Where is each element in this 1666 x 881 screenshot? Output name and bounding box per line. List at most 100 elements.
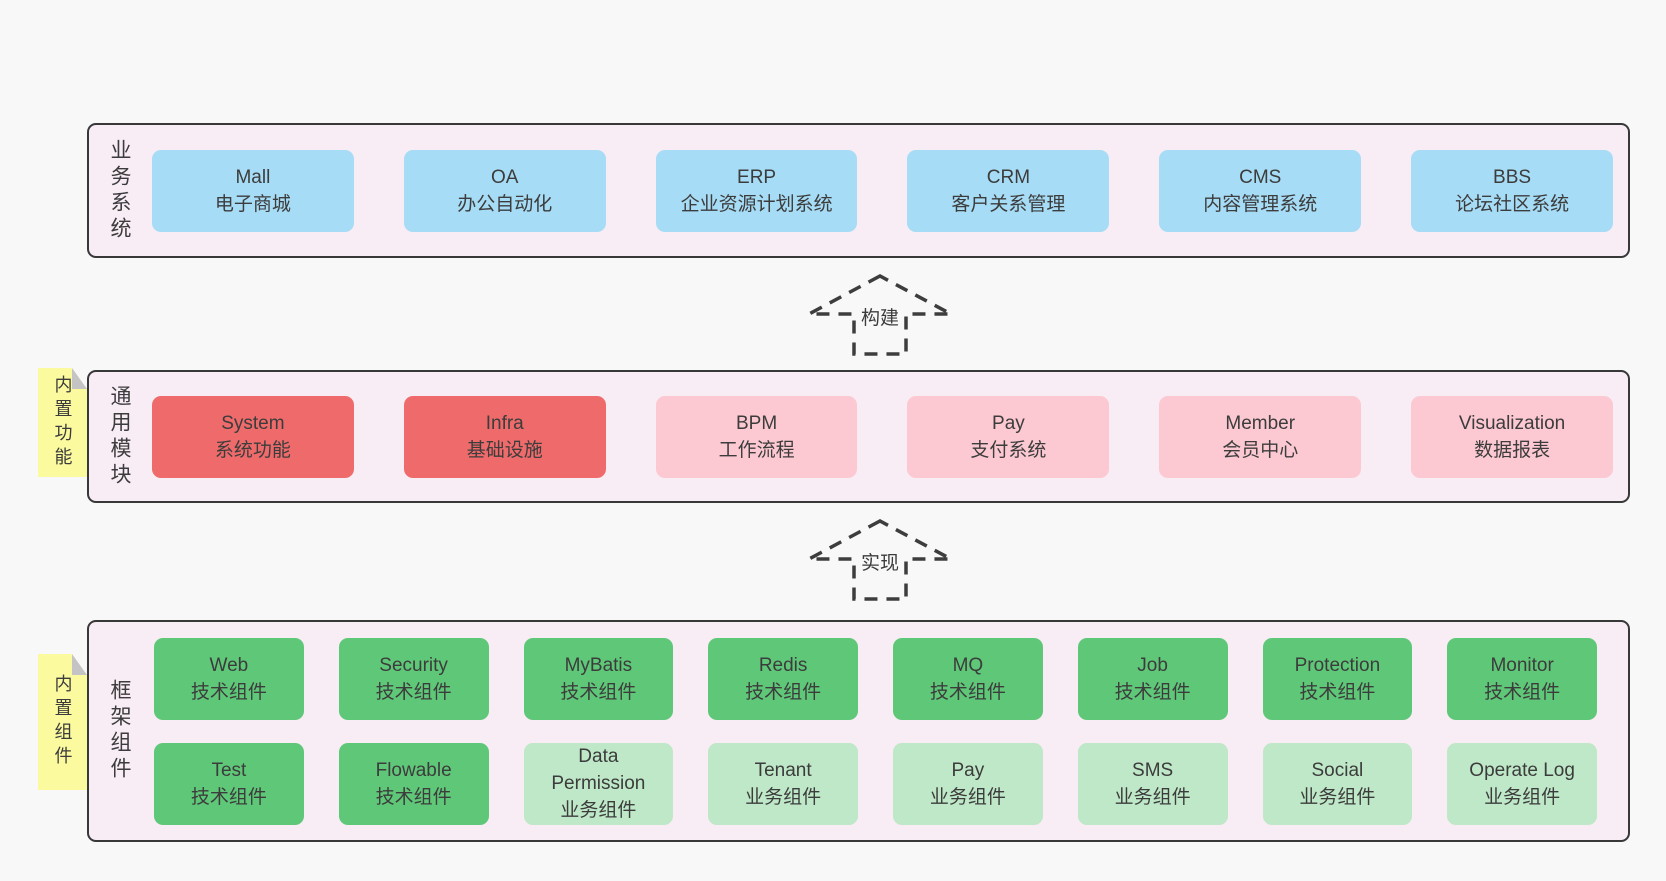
box-mq: MQ 技术组件 bbox=[893, 637, 1043, 720]
box-social: Social 业务组件 bbox=[1262, 742, 1413, 825]
box-mall: Mall 电子商城 bbox=[152, 149, 354, 232]
box-visualization: Visualization 数据报表 bbox=[1411, 395, 1613, 478]
box-web: Web 技术组件 bbox=[154, 637, 304, 720]
section-business-systems: 业务系统 Mall 电子商城 OA 办公自动化 ERP 企业资源计划系统 CRM 客户关系管理… bbox=[87, 123, 1630, 258]
box-label-line: SMS bbox=[1132, 759, 1174, 781]
box-label-line: 支付系统 bbox=[970, 439, 1047, 461]
box-mybatis: MyBatis 技术组件 bbox=[523, 637, 674, 720]
box-label-line: 技术组件 bbox=[375, 681, 452, 703]
box-label-line: MQ bbox=[952, 654, 984, 676]
box-label-line: Monitor bbox=[1490, 654, 1554, 676]
box-label-line: 企业资源计划系统 bbox=[680, 193, 833, 215]
box-label-line: 技术组件 bbox=[745, 681, 822, 703]
box-oa: OA 办公自动化 bbox=[403, 149, 606, 232]
box-pay-biz: Pay 业务组件 bbox=[893, 742, 1043, 825]
box-label-line: 业务组件 bbox=[1484, 786, 1561, 808]
box-member: Member 会员中心 bbox=[1159, 395, 1362, 478]
box-label-line: 客户关系管理 bbox=[951, 193, 1066, 215]
box-label-line: BBS bbox=[1493, 166, 1532, 188]
box-test: Test 技术组件 bbox=[154, 742, 304, 825]
section-framework-components-label: 框架组件 bbox=[108, 679, 131, 783]
box-label-line: 工作流程 bbox=[718, 439, 795, 461]
box-label-line: 会员中心 bbox=[1222, 439, 1299, 461]
box-label-line: 技术组件 bbox=[1299, 681, 1376, 703]
implement-arrow: 实现 bbox=[805, 518, 955, 602]
builtin-features-tag: 内置功能 bbox=[38, 368, 87, 477]
box-label-line: 论坛社区系统 bbox=[1455, 193, 1570, 215]
box-label-line: Social bbox=[1311, 759, 1364, 781]
box-label-line: 电子商城 bbox=[214, 193, 291, 215]
box-label-line: CMS bbox=[1239, 166, 1282, 188]
box-operate-log: Operate Log 业务组件 bbox=[1447, 742, 1597, 825]
box-label-line: BPM bbox=[735, 412, 778, 434]
box-label-line: Member bbox=[1225, 412, 1296, 434]
box-label-line: ERP bbox=[737, 166, 777, 188]
box-label-line: 内容管理系统 bbox=[1203, 193, 1318, 215]
box-label-line: 办公自动化 bbox=[457, 193, 553, 215]
box-label-line: Security bbox=[379, 654, 448, 676]
box-label-line: 技术组件 bbox=[375, 786, 452, 808]
box-label-line: 技术组件 bbox=[929, 681, 1006, 703]
box-label-line: 技术组件 bbox=[190, 786, 267, 808]
section-business-systems-label: 业务系统 bbox=[108, 138, 131, 243]
box-label-line: Redis bbox=[758, 654, 808, 676]
box-label-line: Pay bbox=[992, 412, 1025, 434]
box-bbs: BBS 论坛社区系统 bbox=[1411, 149, 1613, 232]
box-label-line: OA bbox=[491, 166, 519, 188]
box-label-line: 业务组件 bbox=[1299, 786, 1376, 808]
tag-background bbox=[38, 654, 87, 790]
box-tenant: Tenant 业务组件 bbox=[708, 742, 858, 825]
box-label-line: Test bbox=[211, 759, 247, 781]
box-redis: Redis 技术组件 bbox=[708, 637, 858, 720]
box-label-line: 数据报表 bbox=[1474, 439, 1551, 461]
box-label-line: Visualization bbox=[1458, 412, 1566, 434]
box-bpm: BPM 工作流程 bbox=[655, 395, 858, 478]
box-label-line: Job bbox=[1137, 654, 1168, 676]
builtin-features-tag-label: 内置功能 bbox=[52, 374, 73, 471]
box-label-line: System bbox=[221, 412, 285, 434]
box-monitor: Monitor 技术组件 bbox=[1447, 637, 1597, 720]
implement-arrow-label: 实现 bbox=[857, 552, 903, 576]
box-erp: ERP 企业资源计划系统 bbox=[655, 149, 858, 232]
box-label-line: Web bbox=[209, 654, 249, 676]
box-system: System 系统功能 bbox=[152, 395, 354, 478]
box-label-line: 业务组件 bbox=[929, 786, 1006, 808]
box-label-line: Pay bbox=[951, 759, 985, 781]
box-label-line: CRM bbox=[986, 166, 1031, 188]
box-label-line: Tenant bbox=[754, 759, 812, 781]
box-label-line: MyBatis bbox=[564, 654, 633, 676]
box-label-line: 业务组件 bbox=[745, 786, 822, 808]
box-label-line: 技术组件 bbox=[1484, 681, 1561, 703]
box-crm: CRM 客户关系管理 bbox=[907, 149, 1110, 232]
box-label-line: 基础设施 bbox=[466, 439, 543, 461]
box-label-line: Flowable bbox=[375, 759, 452, 781]
box-label-line: Operate Log bbox=[1469, 759, 1575, 781]
box-label-line: 技术组件 bbox=[1114, 681, 1191, 703]
folded-corner-icon bbox=[72, 654, 87, 675]
box-label-line: 系统功能 bbox=[214, 439, 291, 461]
box-label-line: 技术组件 bbox=[190, 681, 267, 703]
builtin-components-tag: 内置组件 bbox=[38, 654, 87, 790]
box-cms: CMS 内容管理系统 bbox=[1159, 149, 1362, 232]
box-flowable: Flowable 技术组件 bbox=[338, 742, 489, 825]
box-label-line: 业务组件 bbox=[560, 800, 637, 821]
box-label-line: 技术组件 bbox=[560, 681, 637, 703]
box-label-line: Data Permission bbox=[551, 746, 646, 794]
box-job: Job 技术组件 bbox=[1077, 637, 1228, 720]
build-arrow: 构建 bbox=[805, 273, 955, 357]
build-arrow-label: 构建 bbox=[857, 307, 903, 331]
box-label-line: 业务组件 bbox=[1114, 786, 1191, 808]
box-label-line: Mall bbox=[235, 166, 271, 188]
box-sms: SMS 业务组件 bbox=[1077, 742, 1228, 825]
folded-corner-icon bbox=[72, 368, 87, 389]
builtin-components-tag-label: 内置组件 bbox=[52, 674, 73, 770]
box-data-permission: Data Permission 业务组件 bbox=[523, 742, 674, 825]
up-arrow-icon bbox=[808, 519, 952, 601]
